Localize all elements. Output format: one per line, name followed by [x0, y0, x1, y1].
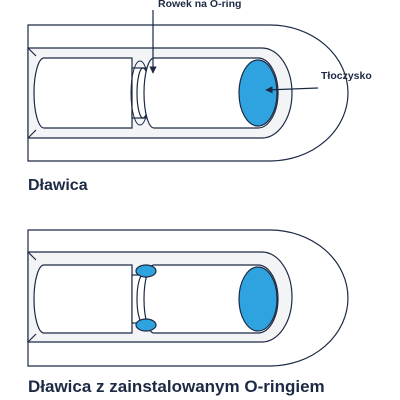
gland-bottom: [27, 229, 349, 367]
rod-label: Tłoczysko: [321, 70, 372, 82]
gland-top: [27, 24, 349, 162]
piston-left-top: [33, 57, 133, 129]
caption-bottom: Dławica z zainstalowanym O-ringiem: [28, 377, 325, 396]
rod-end-top: [238, 59, 278, 127]
o-ring-lower: [135, 318, 157, 332]
groove-callout: Rowek na O-ring: [149, 0, 241, 74]
groove-label: Rowek na O-ring: [158, 0, 241, 10]
caption-top: Dławica: [28, 177, 88, 194]
o-ring-upper: [135, 264, 157, 278]
piston-left-bottom: [33, 264, 133, 334]
rod-end-bottom: [238, 266, 278, 332]
rod-callout: Tłoczysko: [265, 70, 372, 94]
